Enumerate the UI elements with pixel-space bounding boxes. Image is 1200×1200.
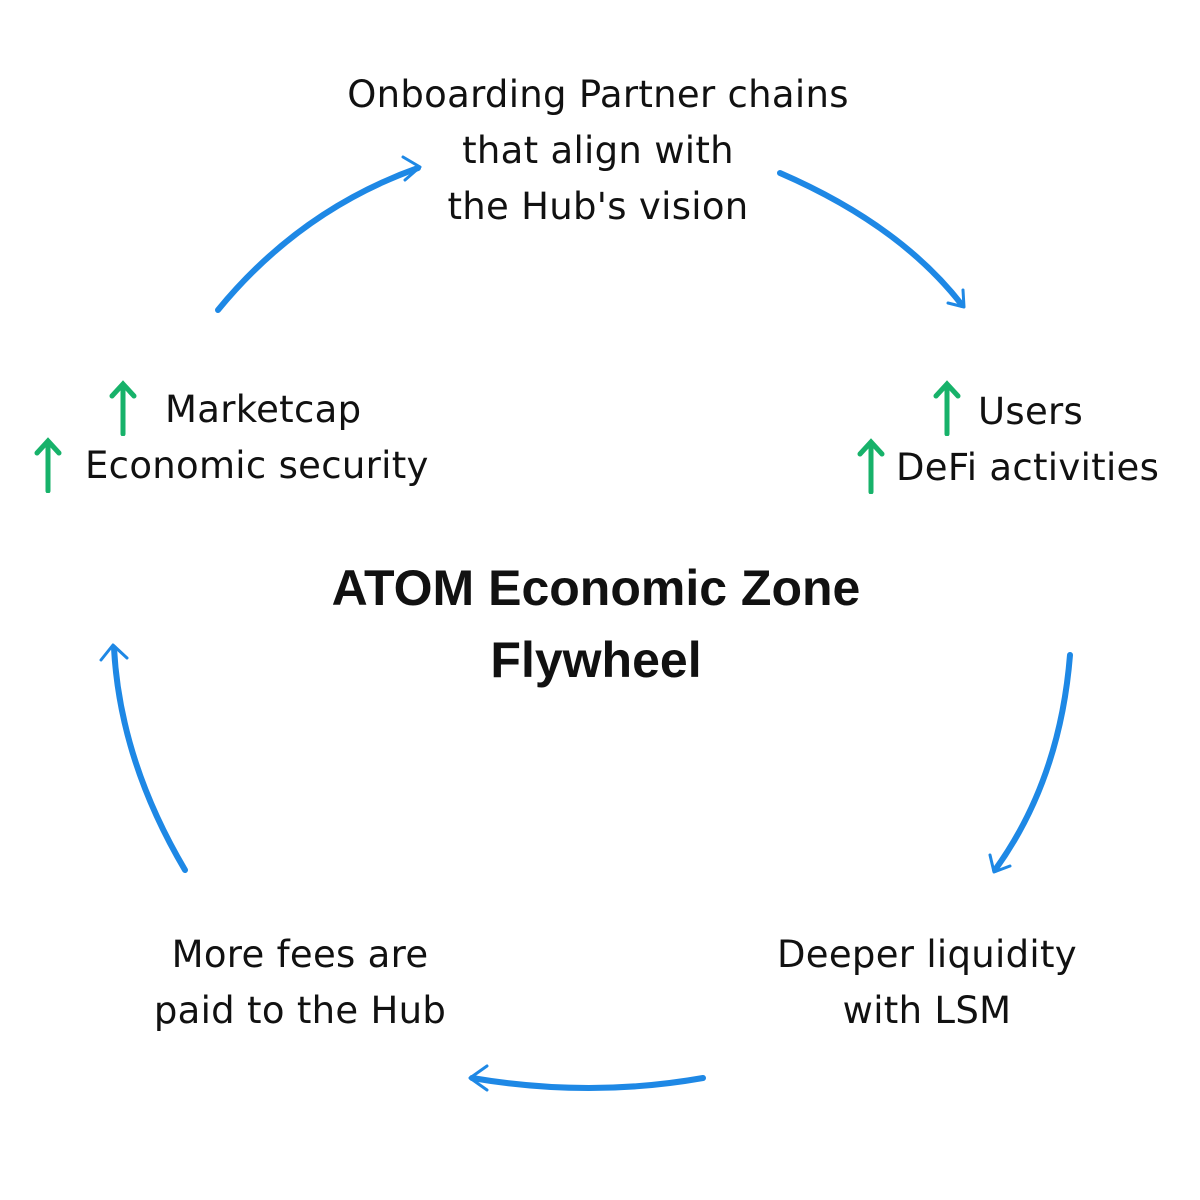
arrow-right-to-bottom (992, 652, 1073, 873)
node-line: Deeper liquidity (777, 933, 1077, 976)
arrow-top-to-right (777, 170, 965, 308)
node-line: that align with (462, 129, 734, 172)
node-economic-security: Economic security (85, 444, 429, 487)
up-arrow-icon (34, 437, 62, 493)
arrow-left-up-head (99, 643, 129, 662)
up-arrow-icon (857, 438, 885, 494)
diagram-title: ATOM Economic Zone Flywheel (332, 552, 861, 696)
node-line: with LSM (842, 989, 1012, 1032)
up-arrow-icon (109, 380, 137, 436)
arrow-left-to-top (215, 165, 421, 313)
node-line: paid to the Hub (153, 989, 447, 1032)
node-onboarding: Onboarding Partner chains that align wit… (347, 67, 849, 235)
title-line: ATOM Economic Zone (331, 560, 861, 616)
node-line: Onboarding Partner chains (347, 73, 849, 116)
node-deeper-liquidity: Deeper liquidity with LSM (777, 927, 1077, 1039)
node-marketcap: Marketcap (165, 388, 362, 431)
arrow-bottom-to-left (469, 1075, 706, 1091)
arrow-bottom-to-left-head (468, 1064, 489, 1092)
arrow-left-up (111, 645, 188, 873)
node-more-fees: More fees are paid to the Hub (154, 927, 446, 1039)
node-defi-activities: DeFi activities (896, 446, 1160, 489)
title-line: Flywheel (490, 632, 702, 688)
arrow-left-to-top-head (401, 155, 422, 182)
node-line: More fees are (171, 933, 429, 976)
up-arrow-icon (933, 380, 961, 436)
node-users: Users (978, 390, 1084, 433)
arrow-top-to-right-head (946, 288, 966, 309)
arrow-right-to-bottom-head (988, 853, 1012, 874)
node-line: the Hub's vision (447, 185, 749, 228)
